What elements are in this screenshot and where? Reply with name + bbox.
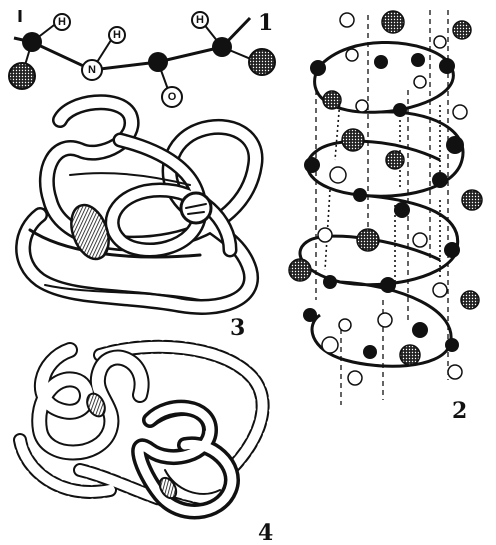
panel-label-4: 4 bbox=[258, 520, 273, 545]
panel-label-2: 2 bbox=[452, 398, 467, 424]
nitrogen-atom: N bbox=[82, 60, 102, 80]
svg-text:N: N bbox=[88, 64, 96, 76]
carbon-atom-3 bbox=[212, 37, 232, 57]
hydrogen-atom-3: H bbox=[192, 12, 208, 28]
hydrogen-atom-1: H bbox=[54, 14, 70, 30]
svg-text:H: H bbox=[58, 16, 66, 28]
hydrogen-atom-2: H bbox=[109, 27, 125, 43]
panel-label-3: 3 bbox=[230, 315, 245, 341]
oxygen-atom: O bbox=[162, 87, 182, 107]
panel-alpha-helix: 2 bbox=[289, 10, 482, 424]
carbon-atom-2 bbox=[148, 52, 168, 72]
svg-text:O: O bbox=[168, 91, 177, 103]
svg-text:H: H bbox=[196, 14, 204, 26]
panel-primary-chain: H N H O H 1 bbox=[9, 10, 275, 107]
panel-label-1: 1 bbox=[258, 10, 273, 36]
svg-text:H: H bbox=[113, 29, 121, 41]
panel-quaternary-assembly: 4 bbox=[20, 347, 273, 545]
side-chain-atom-2 bbox=[249, 49, 275, 75]
side-chain-atom-1 bbox=[9, 63, 35, 89]
carbon-atom-1 bbox=[22, 32, 42, 52]
panel-tertiary-fold: 3 bbox=[23, 102, 255, 341]
